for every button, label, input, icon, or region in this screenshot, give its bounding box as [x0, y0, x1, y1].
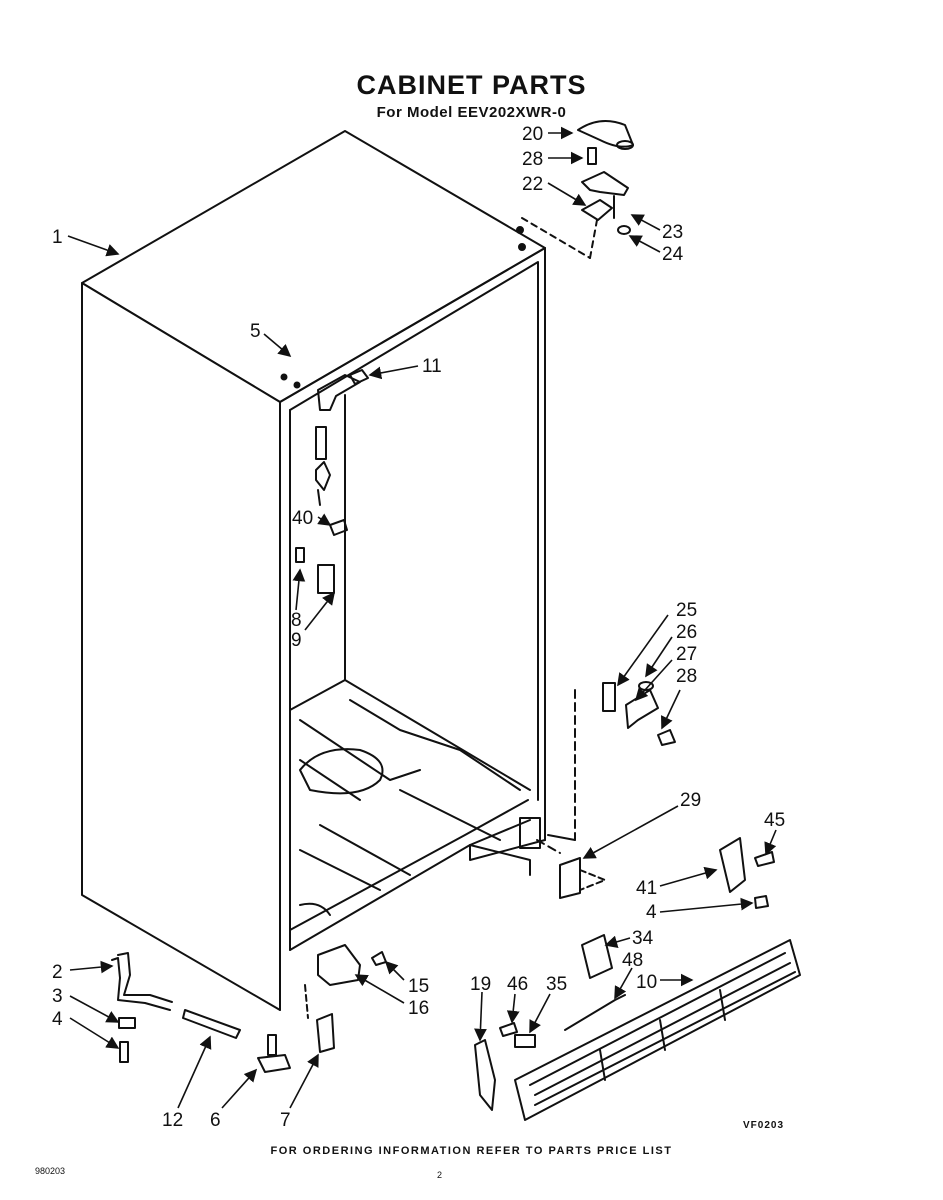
callout-48: 48 — [622, 950, 643, 971]
callout-26: 26 — [676, 622, 697, 643]
callout-8: 8 — [291, 610, 302, 631]
ordering-note: FOR ORDERING INFORMATION REFER TO PARTS … — [270, 1145, 673, 1157]
callout-28-top: 28 — [522, 149, 543, 170]
callout-6: 6 — [210, 1110, 221, 1131]
callout-5: 5 — [250, 321, 261, 342]
inner-rail-parts — [295, 369, 369, 594]
callout-3: 3 — [52, 986, 63, 1007]
callout-34: 34 — [632, 928, 654, 949]
part-34-clip — [581, 934, 613, 979]
callout-16: 16 — [408, 998, 429, 1019]
callout-41: 41 — [636, 878, 657, 899]
part-48-rod — [564, 994, 626, 1031]
callout-4-right: 4 — [646, 902, 657, 923]
callout-20: 20 — [522, 124, 543, 145]
callout-15: 15 — [408, 976, 429, 997]
callout-27: 27 — [676, 644, 697, 665]
page-number: 2 — [437, 1170, 443, 1180]
model-subtitle: For Model EEV202XWR-0 — [376, 104, 567, 121]
part-46-screw — [499, 1022, 518, 1037]
callout-9: 9 — [291, 630, 302, 651]
part-12-bar — [182, 1009, 241, 1039]
part-29-bracket — [559, 857, 581, 899]
callout-10: 10 — [636, 972, 657, 993]
figure-code: VF0203 — [743, 1120, 785, 1131]
part-35-pad — [514, 1034, 536, 1048]
bracket-16-group — [317, 944, 387, 986]
callout-7: 7 — [280, 1110, 291, 1131]
callout-24: 24 — [662, 244, 684, 265]
callout-2: 2 — [52, 962, 63, 983]
callout-23: 23 — [662, 222, 683, 243]
callout-25: 25 — [676, 600, 697, 621]
part-6-leg — [257, 1034, 291, 1073]
callout-11: 11 — [422, 356, 442, 377]
callout-19: 19 — [470, 974, 491, 995]
document-number: 980203 — [35, 1166, 66, 1176]
callout-40: 40 — [292, 508, 313, 529]
callout-45: 45 — [764, 810, 785, 831]
callout-28-right: 28 — [676, 666, 697, 687]
cabinet-shell — [81, 130, 546, 1011]
part-19-latch — [474, 1039, 496, 1111]
callout-1: 1 — [52, 227, 63, 248]
part-7-clip — [316, 1013, 335, 1053]
drain-tube-parts — [111, 952, 173, 1063]
callout-29: 29 — [680, 790, 701, 811]
callout-46: 46 — [507, 974, 528, 995]
callout-35: 35 — [546, 974, 567, 995]
right-hinge-parts — [536, 681, 676, 854]
page-title: CABINET PARTS — [356, 70, 587, 100]
bracket-41-group — [719, 837, 775, 909]
top-hinge-assembly — [521, 120, 634, 259]
callout-4-left: 4 — [52, 1009, 63, 1030]
callout-12: 12 — [162, 1110, 183, 1131]
grille-10 — [514, 939, 801, 1121]
callout-22: 22 — [522, 174, 543, 195]
